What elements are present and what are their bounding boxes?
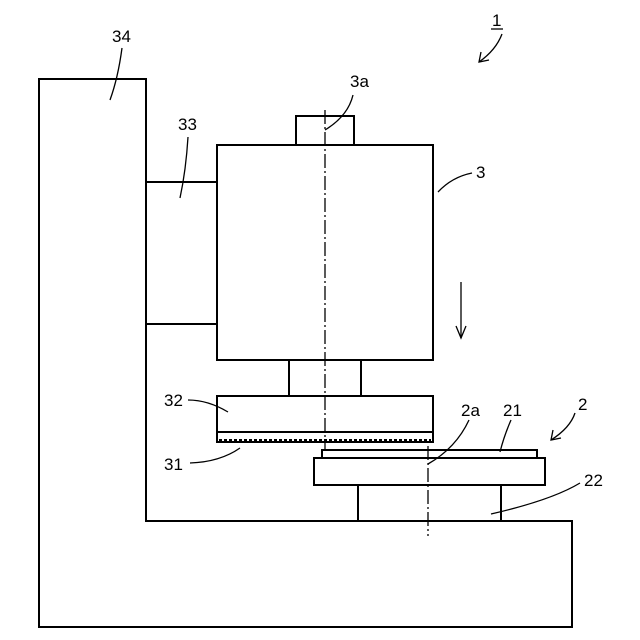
carriage	[146, 182, 217, 324]
label-grinding-wheel: 31	[164, 455, 183, 474]
chuck-table	[314, 458, 545, 485]
label-chuck-axis: 2a	[461, 401, 480, 420]
chuck-base	[358, 485, 501, 521]
label-wafer: 21	[503, 401, 522, 420]
label-carriage: 33	[178, 115, 197, 134]
wafer	[322, 450, 537, 458]
label-chuck-base: 22	[584, 471, 603, 490]
label-device: 1	[492, 11, 501, 30]
down-arrow-icon	[456, 282, 466, 338]
label-chuck-table-unit: 2	[578, 395, 587, 414]
label-wheel-mount: 32	[164, 391, 183, 410]
label-spindle-axis: 3a	[350, 72, 369, 91]
label-column: 34	[112, 27, 131, 46]
label-grinding-unit: 3	[476, 163, 485, 182]
